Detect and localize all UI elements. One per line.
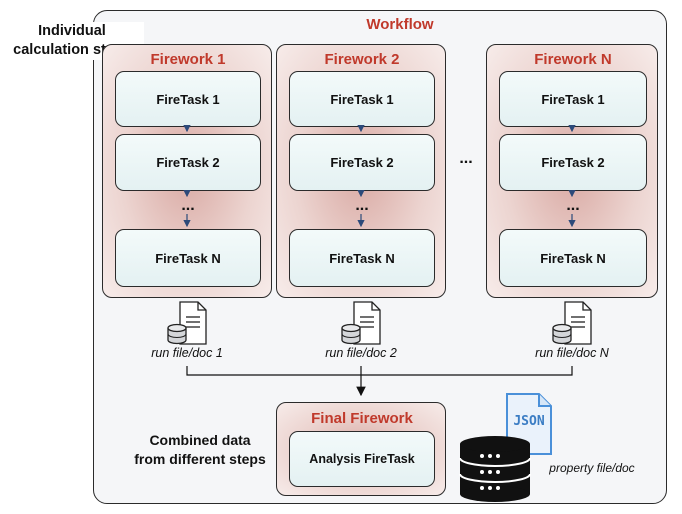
workflow-title: Workflow [366,16,434,33]
document-database-icon-2 [341,301,381,345]
document-database-icon-1 [167,301,207,345]
firework-2-task-2: FireTask 2 [289,134,435,191]
firework-1: Firework 1 FireTask 1 FireTask 2 ... Fir… [102,44,272,298]
firework-n: Firework N FireTask 1 FireTask 2 ... Fir… [486,44,658,298]
combine-bracket-line [186,366,573,376]
database-stack-icon [459,436,531,502]
json-badge-label: JSON [513,414,545,429]
fireworks-between-ellipsis: ... [459,150,473,167]
firework-1-title: Firework 1 [150,51,226,68]
run-file-caption-n: run file/doc N [535,346,609,360]
firework-n-title: Firework N [534,51,612,68]
analysis-firetask: Analysis FireTask [289,431,435,487]
property-file-caption: property file/doc [549,461,635,475]
firework-1-ellipsis: ... [181,197,195,214]
individual-steps-label-line2: calculation steps [13,42,131,58]
run-file-caption-1: run file/doc 1 [151,346,223,360]
firework-n-task-n: FireTask N [499,229,647,287]
firework-2-title: Firework 2 [324,51,400,68]
final-firework-title: Final Firework [311,410,413,427]
firework-n-ellipsis: ... [566,197,580,214]
firework-1-task-2: FireTask 2 [115,134,261,191]
run-file-caption-2: run file/doc 2 [325,346,397,360]
combined-data-label: Combined data from different steps [112,431,288,469]
firework-2-task-n: FireTask N [289,229,435,287]
firework-n-task-1: FireTask 1 [499,71,647,127]
firework-1-task-1: FireTask 1 [115,71,261,127]
firework-2: Firework 2 FireTask 1 FireTask 2 ... Fir… [276,44,446,298]
combined-data-label-line1: Combined data [149,432,251,448]
firework-n-task-2: FireTask 2 [499,134,647,191]
firework-2-ellipsis: ... [355,197,369,214]
final-firework: Final Firework Analysis FireTask [276,402,446,496]
combined-data-label-line2: from different steps [134,451,266,467]
firework-1-task-n: FireTask N [115,229,261,287]
document-database-icon-n [552,301,592,345]
firework-2-task-1: FireTask 1 [289,71,435,127]
individual-steps-label-line1: Individual [38,23,106,39]
